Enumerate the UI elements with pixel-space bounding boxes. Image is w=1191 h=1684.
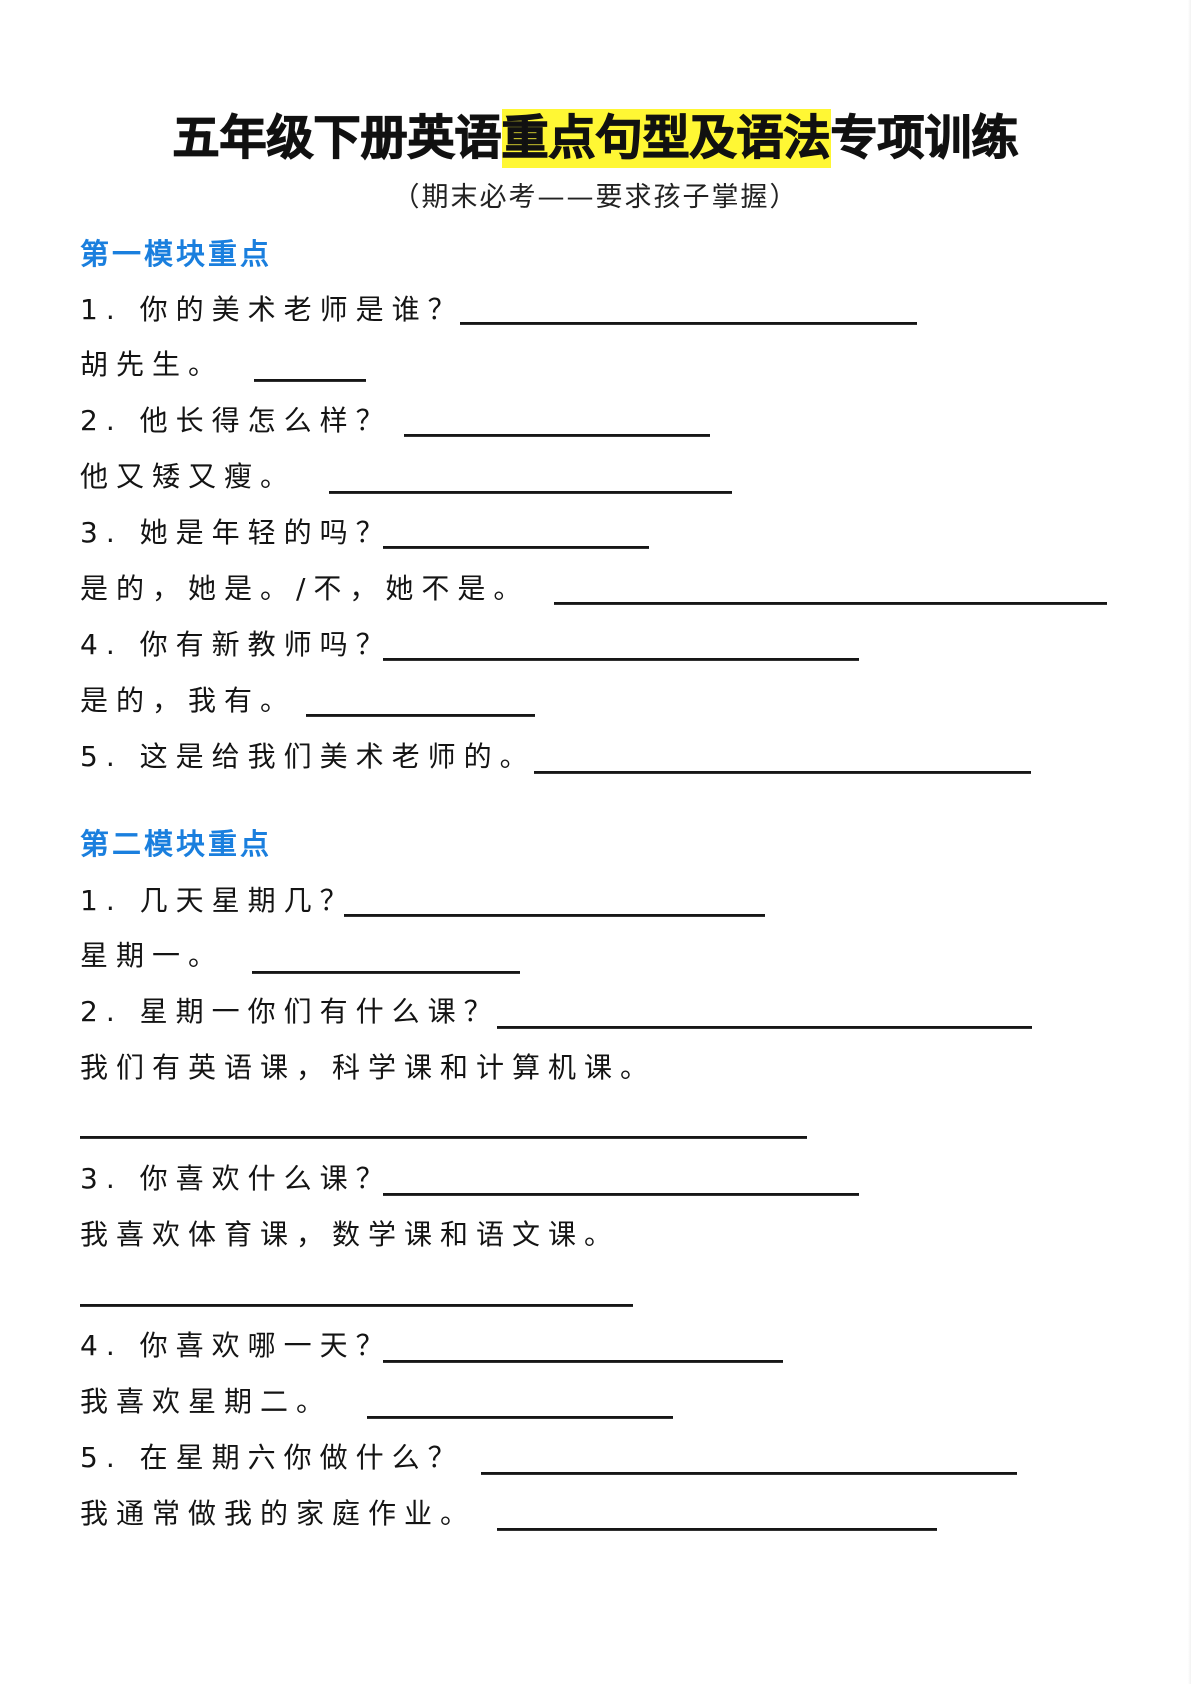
question-row: 2. 他长得怎么样？ [80, 404, 392, 437]
answer-blank[interactable] [383, 658, 859, 661]
answer-blank[interactable] [80, 1136, 807, 1139]
question-row: 5. 这是给我们美术老师的。 [80, 740, 536, 773]
answer-blank[interactable] [383, 1360, 783, 1363]
answer-blank[interactable] [344, 914, 765, 917]
answer-blank[interactable] [367, 1416, 673, 1419]
answer-blank[interactable] [460, 322, 917, 325]
page-edge [1188, 0, 1191, 1684]
answer-row: 星期一。 [80, 939, 225, 972]
answer-row: 胡先生。 [80, 348, 225, 381]
question-row: 2. 星期一你们有什么课？ [80, 995, 500, 1028]
title-prefix: 五年级下册英语 [172, 110, 502, 166]
title-highlight: 重点句型及语法 [501, 109, 831, 168]
page-title: 五年级下册英语重点句型及语法专项训练 [0, 104, 1191, 174]
answer-blank[interactable] [497, 1528, 937, 1531]
answer-row: 是的，她是。/不，她不是。 [80, 572, 530, 605]
answer-row: 他又矮又瘦。 [80, 460, 297, 493]
section-heading-module-1: 第一模块重点 [80, 237, 273, 271]
answer-blank[interactable] [534, 771, 1031, 774]
answer-row: 是的，我有。 [80, 684, 297, 717]
answer-blank[interactable] [554, 602, 1107, 605]
answer-blank[interactable] [252, 971, 520, 974]
question-row: 1. 几天星期几？ [80, 884, 356, 917]
answer-blank[interactable] [329, 491, 732, 494]
answer-blank[interactable] [404, 434, 710, 437]
answer-blank[interactable] [254, 379, 366, 382]
question-row: 1. 你的美术老师是谁？ [80, 293, 464, 326]
answer-row: 我喜欢体育课，数学课和语文课。 [80, 1218, 621, 1251]
question-row: 4. 你喜欢哪一天？ [80, 1329, 392, 1362]
title-suffix: 专项训练 [830, 110, 1019, 166]
answer-blank[interactable] [383, 546, 649, 549]
answer-row: 我们有英语课，科学课和计算机课。 [80, 1051, 657, 1084]
answer-blank[interactable] [481, 1472, 1017, 1475]
answer-row: 我喜欢星期二。 [80, 1385, 333, 1418]
question-row: 3. 她是年轻的吗？ [80, 516, 392, 549]
answer-blank[interactable] [497, 1026, 1032, 1029]
answer-blank[interactable] [80, 1304, 633, 1307]
answer-row: 我通常做我的家庭作业。 [80, 1497, 477, 1530]
question-row: 5. 在星期六你做什么？ [80, 1441, 464, 1474]
answer-blank[interactable] [306, 714, 535, 717]
question-row: 4. 你有新教师吗？ [80, 628, 392, 661]
section-heading-module-2: 第二模块重点 [80, 827, 273, 861]
answer-blank[interactable] [383, 1193, 859, 1196]
page-subtitle: （期末必考——要求孩子掌握） [392, 182, 799, 213]
question-row: 3. 你喜欢什么课？ [80, 1162, 392, 1195]
